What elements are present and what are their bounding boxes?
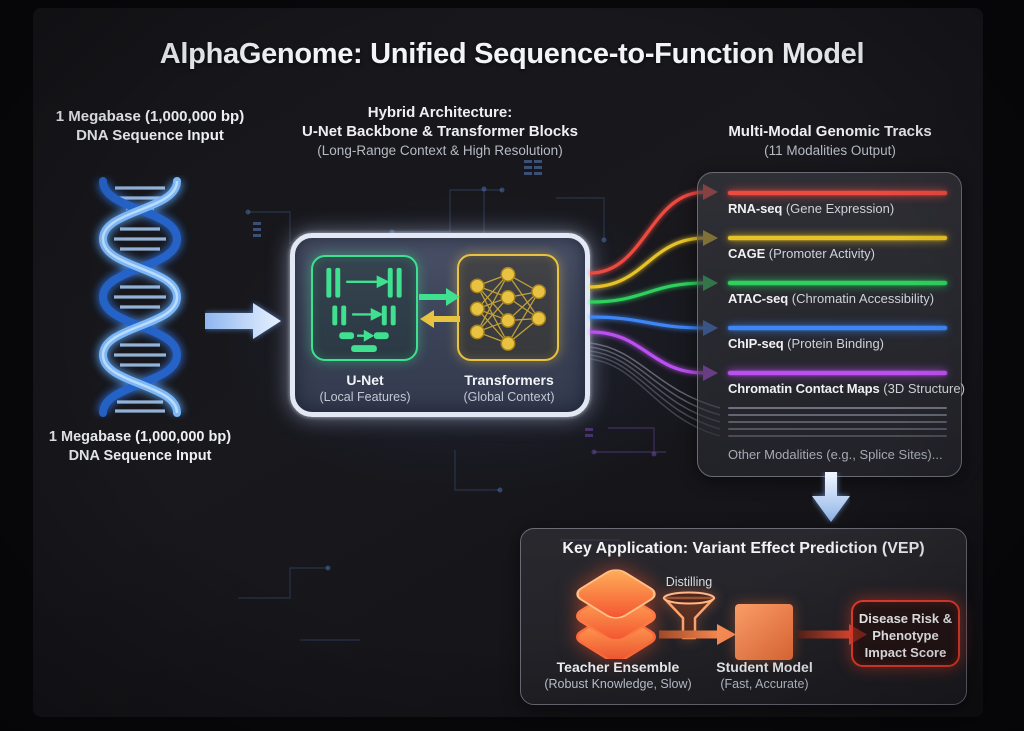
input-caption: 1 Megabase (1,000,000 bp) DNA Sequence I… xyxy=(20,428,260,466)
transformers-box xyxy=(457,254,559,361)
transformers-label-title: Transformers xyxy=(464,372,554,388)
other-modality-line xyxy=(728,407,947,409)
other-modalities-label: Other Modalities (e.g., Splice Sites)... xyxy=(728,447,943,462)
transformers-label-sub: (Global Context) xyxy=(463,390,555,404)
vep-title: Key Application: Variant Effect Predicti… xyxy=(562,540,925,557)
input-heading: 1 Megabase (1,000,000 bp) DNA Sequence I… xyxy=(30,107,270,145)
track-desc: (Protein Binding) xyxy=(787,336,884,351)
distill-arrow-icon xyxy=(659,624,736,645)
other-modality-line xyxy=(728,414,947,416)
track-name: ATAC-seq xyxy=(728,291,789,306)
teacher-label: Teacher Ensemble (Robust Knowledge, Slow… xyxy=(523,659,713,693)
architecture-heading-line2: U-Net Backbone & Transformer Blocks xyxy=(302,123,578,140)
input-caption-line1: 1 Megabase (1,000,000 bp) xyxy=(48,429,232,445)
unet-box xyxy=(311,255,418,361)
input-heading-line2: DNA Sequence Input xyxy=(76,127,224,144)
student-model-box xyxy=(735,604,793,660)
model-core-box: U-Net (Local Features) Transformers (Glo… xyxy=(290,233,590,417)
track-label-atac-seq: ATAC-seq (Chromatin Accessibility) xyxy=(728,291,955,306)
architecture-heading-line1: Hybrid Architecture: xyxy=(367,104,513,121)
other-modality-line xyxy=(728,428,947,430)
track-line-chip-seq xyxy=(728,326,947,330)
outputs-subheading: (11 Modalities Output) xyxy=(764,143,896,158)
track-name: RNA-seq xyxy=(728,201,783,216)
other-modality-line xyxy=(728,435,947,437)
track-desc: (Promoter Activity) xyxy=(768,246,875,261)
result-line2: Phenotype xyxy=(872,628,939,643)
track-name: ChIP-seq xyxy=(728,336,784,351)
track-line-cage xyxy=(728,236,947,240)
architecture-subheading: (Long-Range Context & High Resolution) xyxy=(317,143,563,158)
genomic-tracks-panel: RNA-seq (Gene Expression) CAGE (Promoter… xyxy=(697,172,965,477)
bidirectional-arrows-icon xyxy=(419,288,460,328)
architecture-heading: Hybrid Architecture: U-Net Backbone & Tr… xyxy=(295,103,585,160)
track-line-atac-seq xyxy=(728,281,947,285)
student-label-title: Student Model xyxy=(716,659,813,675)
other-modality-line xyxy=(728,421,947,423)
result-box: Disease Risk & Phenotype Impact Score xyxy=(851,600,960,667)
outputs-heading: Multi-Modal Genomic Tracks (11 Modalitie… xyxy=(700,122,960,160)
teacher-ensemble-icon xyxy=(576,569,656,659)
input-caption-line2: DNA Sequence Input xyxy=(68,448,212,464)
unet-label-title: U-Net xyxy=(346,372,384,388)
teacher-label-title: Teacher Ensemble xyxy=(556,659,680,675)
track-desc: (Chromatin Accessibility) xyxy=(791,291,935,306)
track-label-rna-seq: RNA-seq (Gene Expression) xyxy=(728,201,955,216)
unet-label-sub: (Local Features) xyxy=(319,390,411,404)
page-title: AlphaGenome: Unified Sequence-to-Functio… xyxy=(159,38,865,70)
unet-label: U-Net (Local Features) xyxy=(303,372,427,406)
track-line-rna-seq xyxy=(728,191,947,195)
track-line-contact-maps xyxy=(728,371,947,375)
student-label: Student Model (Fast, Accurate) xyxy=(687,659,842,693)
track-name: Chromatin Contact Maps xyxy=(728,381,880,396)
result-line3: Impact Score xyxy=(864,645,947,660)
student-label-sub: (Fast, Accurate) xyxy=(720,677,809,691)
track-desc: (Gene Expression) xyxy=(785,201,895,216)
track-name: CAGE xyxy=(728,246,766,261)
transformers-label: Transformers (Global Context) xyxy=(447,372,571,406)
track-label-contact-maps: Chromatin Contact Maps (3D Structure) xyxy=(728,381,965,396)
track-label-chip-seq: ChIP-seq (Protein Binding) xyxy=(728,336,955,351)
track-label-cage: CAGE (Promoter Activity) xyxy=(728,246,955,261)
track-desc: (3D Structure) xyxy=(883,381,965,396)
unet-diagram-icon xyxy=(326,267,402,353)
transformers-network-icon xyxy=(469,266,547,351)
vep-panel: Key Application: Variant Effect Predicti… xyxy=(520,528,967,705)
teacher-label-sub: (Robust Knowledge, Slow) xyxy=(544,677,692,691)
distilling-label: Distilling xyxy=(665,575,713,589)
result-line1: Disease Risk & xyxy=(858,611,953,626)
outputs-heading-line1: Multi-Modal Genomic Tracks xyxy=(728,123,932,140)
input-heading-line1: 1 Megabase (1,000,000 bp) xyxy=(55,108,245,125)
